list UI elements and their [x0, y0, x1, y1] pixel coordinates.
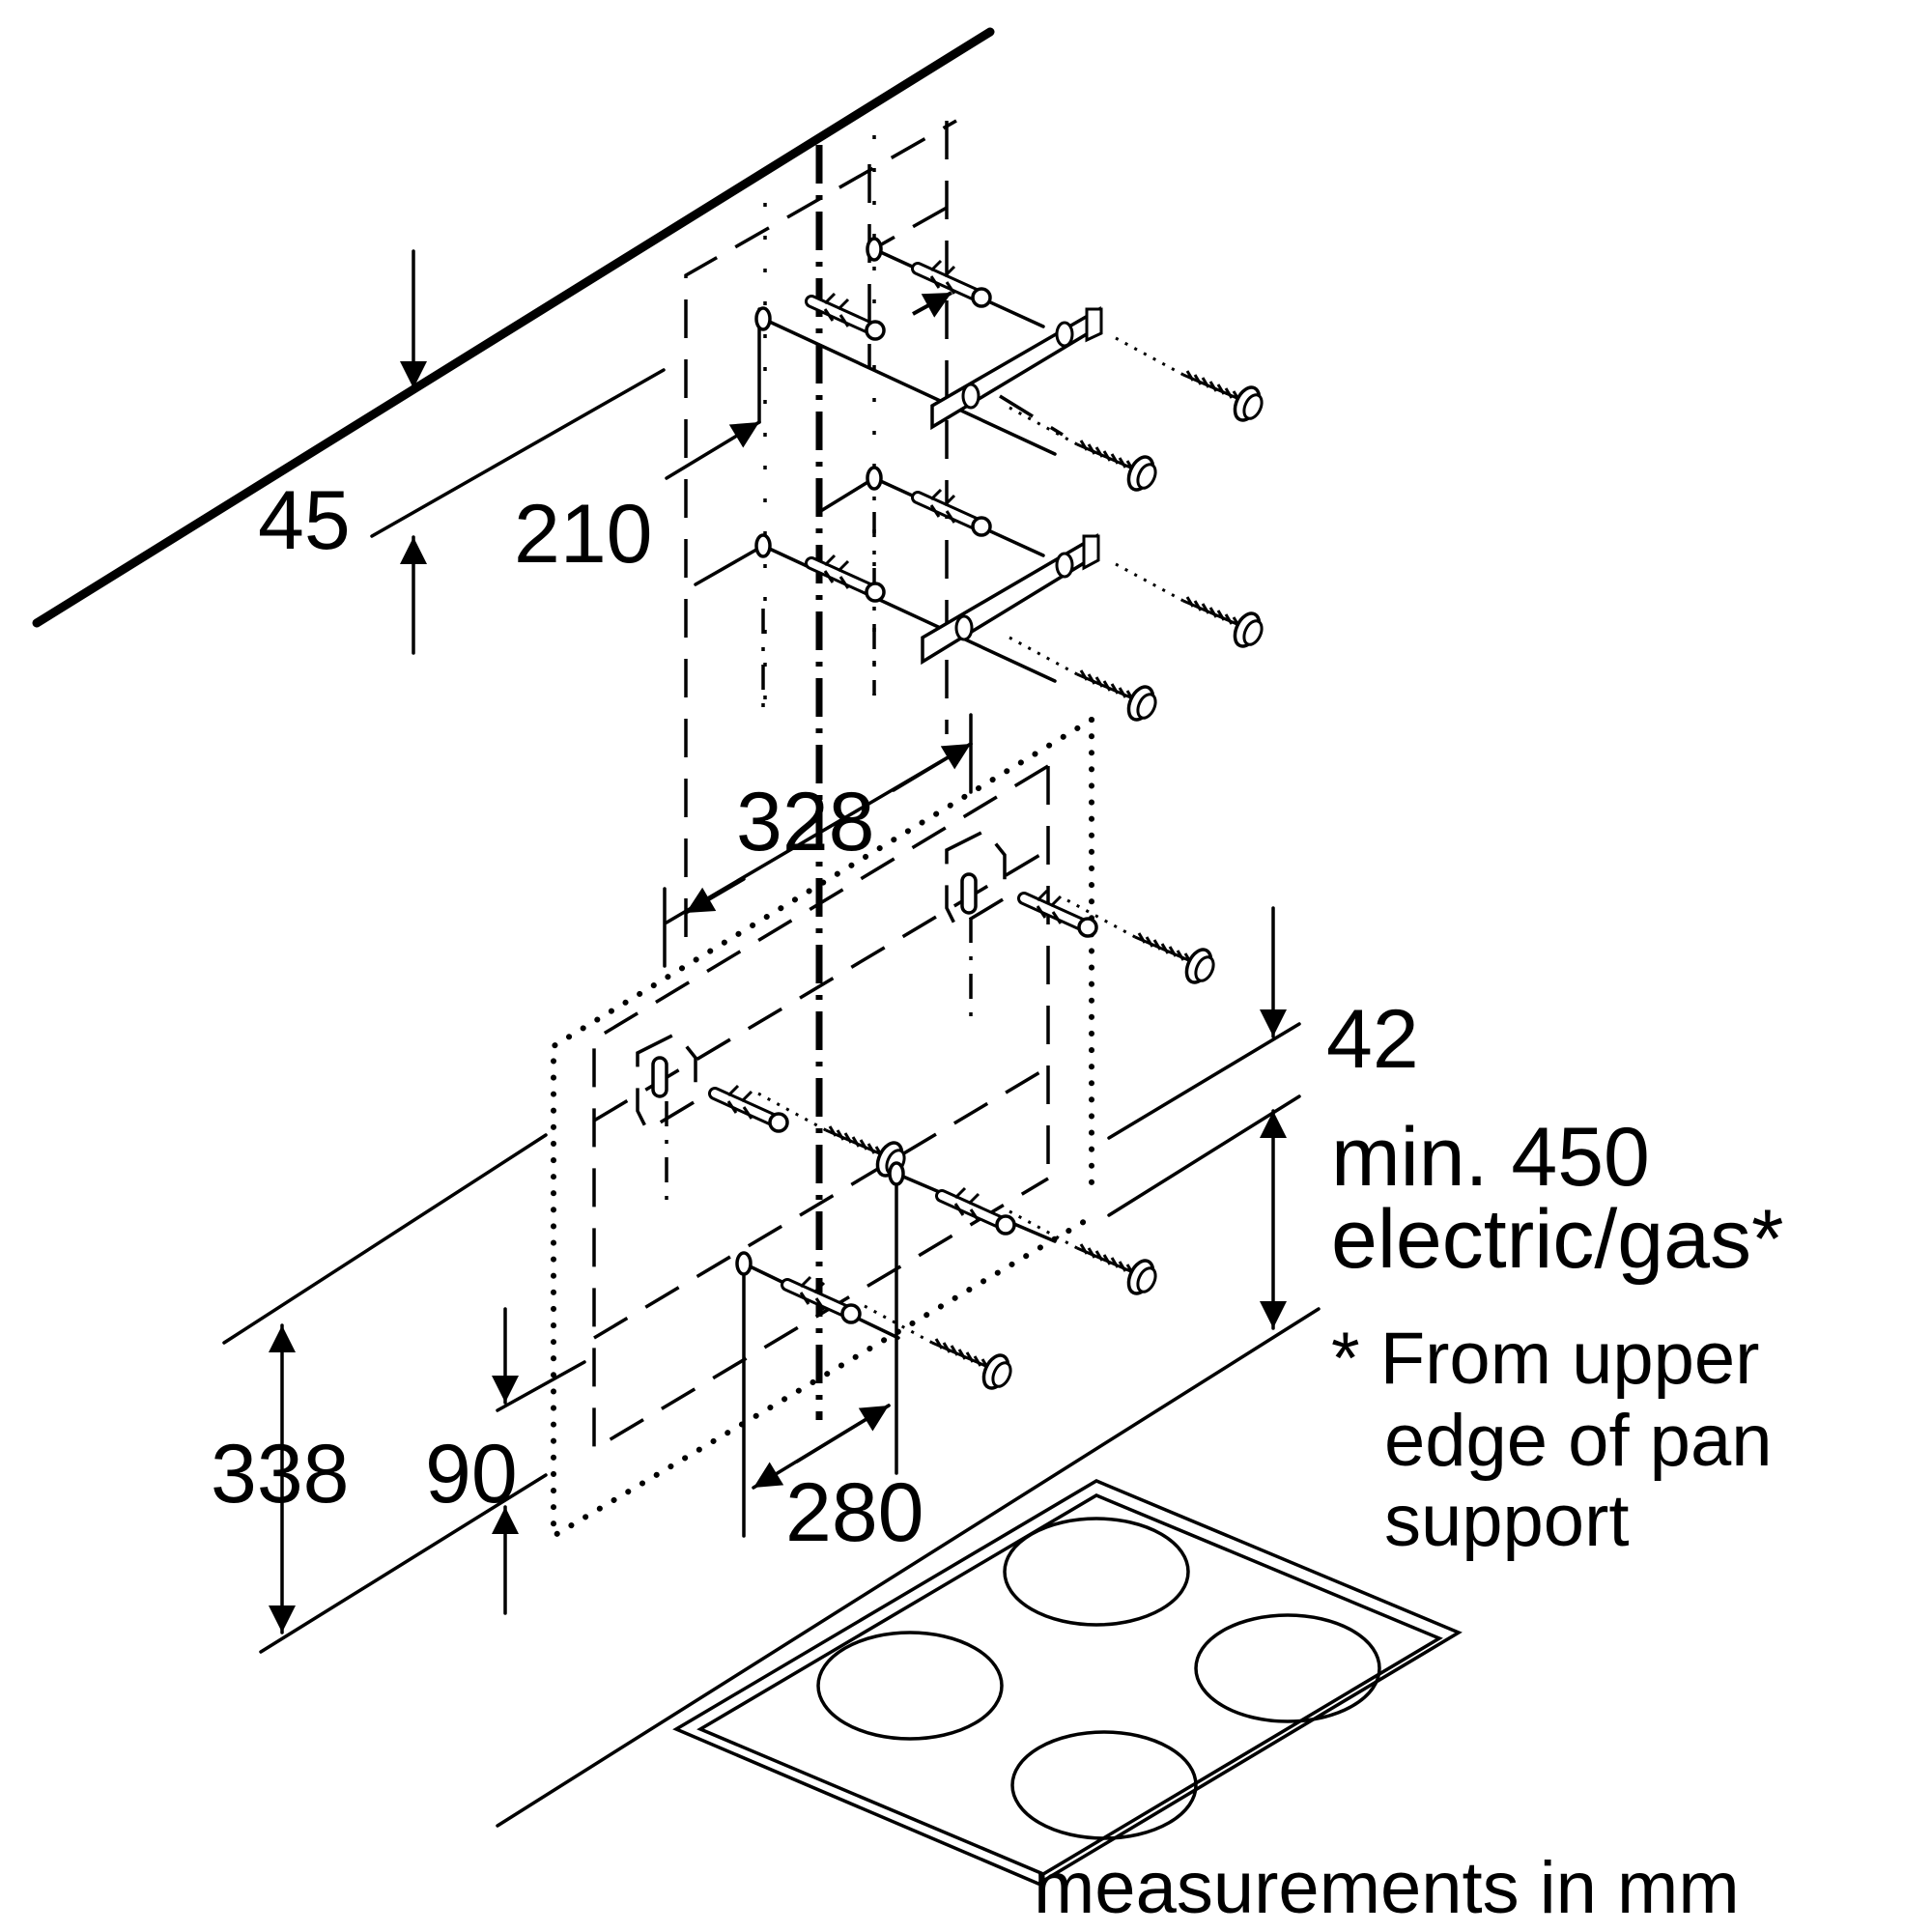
dimension-45	[370, 249, 666, 655]
upper-wall-bracket	[754, 237, 1267, 496]
dimension-328	[663, 713, 973, 968]
lower-mounting-holes	[735, 1161, 1161, 1538]
burner-back-left	[1003, 1517, 1190, 1627]
hood-outline-dotted	[551, 717, 1094, 1542]
dimension-338-label: 338	[211, 1428, 350, 1520]
min-450-label: min. 450	[1331, 1111, 1650, 1204]
cooktop	[672, 1479, 1463, 1886]
units-note: measurements in mm	[1034, 1847, 1740, 1929]
dimension-328-label: 328	[736, 776, 875, 868]
burner-front-left	[816, 1631, 1004, 1741]
keyhole-upper-right	[945, 828, 1219, 1024]
dimension-280	[752, 1404, 891, 1490]
dimension-210	[665, 307, 761, 480]
dimension-90	[492, 1307, 586, 1615]
ceiling-line	[32, 27, 995, 628]
dimension-210-label: 210	[514, 488, 653, 581]
dimension-90-label: 90	[425, 1428, 518, 1520]
middle-wall-bracket	[694, 466, 1267, 725]
dimension-42-label: 42	[1326, 993, 1419, 1086]
dimension-min-450	[496, 1094, 1321, 1828]
footnote-line-2: edge of pan	[1384, 1400, 1773, 1482]
burner-front-right	[1010, 1730, 1198, 1840]
keyhole-lower-left	[636, 1031, 910, 1208]
dimension-338	[222, 1133, 548, 1654]
footnote-line-1: * From upper	[1331, 1318, 1760, 1400]
electric-gas-label: electric/gas*	[1331, 1193, 1783, 1286]
dimension-45-label: 45	[258, 474, 351, 567]
burner-back-right	[1194, 1613, 1381, 1723]
footnote-line-3: support	[1384, 1480, 1630, 1562]
dimension-280-label: 280	[785, 1466, 924, 1559]
dimension-42	[1107, 906, 1301, 1140]
